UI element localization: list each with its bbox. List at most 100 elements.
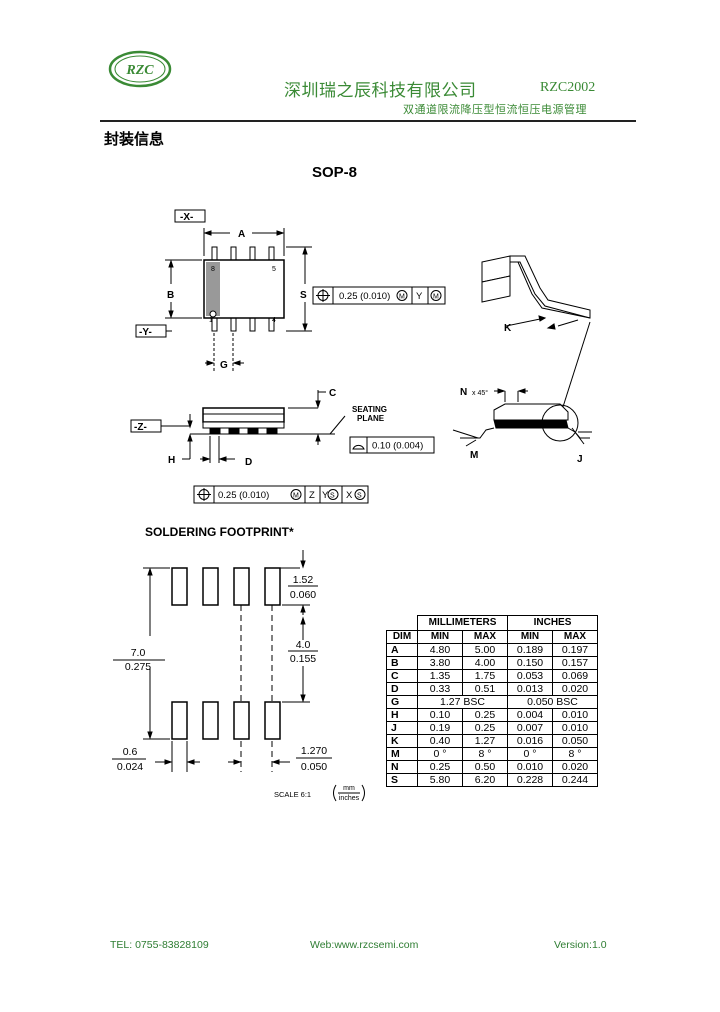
dim-k-label: K bbox=[504, 323, 512, 334]
datum-y-label: -Y- bbox=[139, 327, 152, 338]
value-cell: 0.020 bbox=[552, 760, 598, 774]
value-cell: 4.80 bbox=[417, 643, 463, 657]
col-in-min: MIN bbox=[507, 630, 553, 644]
dim1-mm: 1.52 bbox=[293, 574, 314, 586]
value-cell: 5.00 bbox=[462, 643, 508, 657]
pin-8-label: 8 bbox=[211, 266, 215, 273]
value-cell: 0.40 bbox=[417, 734, 463, 748]
dim-cell: B bbox=[386, 656, 418, 670]
footer-phone: TEL: 0755-83828109 bbox=[110, 939, 209, 951]
value-cell: 0.020 bbox=[552, 682, 598, 696]
tol2-d2mod: S bbox=[330, 493, 335, 500]
pin-1-label: 1 bbox=[209, 317, 213, 324]
footprint bbox=[112, 550, 365, 802]
value-cell: 0.053 bbox=[507, 669, 553, 683]
pin-5-label: 5 bbox=[272, 266, 276, 273]
lead-detail bbox=[481, 255, 591, 411]
dimension-table: MILLIMETERS INCHES DIM MIN MAX MIN MAX A… bbox=[386, 615, 598, 787]
end-view bbox=[452, 388, 592, 447]
value-cell: 0.244 bbox=[552, 773, 598, 787]
dim-cell: G bbox=[386, 695, 418, 709]
pin1-marker-band bbox=[206, 262, 220, 316]
value-cell: 0.007 bbox=[507, 721, 553, 735]
value-cell: 0.51 bbox=[462, 682, 508, 696]
table-row: M 0 ° 8 ° 0 ° 8 ° bbox=[386, 747, 598, 761]
footer-website: Web:www.rzcsemi.com bbox=[310, 939, 419, 951]
seating-line1: SEATING bbox=[352, 405, 387, 414]
value-cell: 8 ° bbox=[462, 747, 508, 761]
table-row: K 0.40 1.27 0.016 0.050 bbox=[386, 734, 598, 748]
value-cell: 0.013 bbox=[507, 682, 553, 696]
value-cell: 4.00 bbox=[462, 656, 508, 670]
footprint-title: SOLDERING FOOTPRINT* bbox=[145, 525, 294, 539]
n-angle-label: x 45° bbox=[472, 389, 488, 397]
value-cell: 0.010 bbox=[552, 721, 598, 735]
table-row: A 4.80 5.00 0.189 0.197 bbox=[386, 643, 598, 657]
datum-z-label: -Z- bbox=[134, 422, 147, 433]
value-cell: 0.050 BSC bbox=[507, 695, 598, 709]
value-cell: 0.010 bbox=[552, 708, 598, 722]
tol2-d3mod: S bbox=[357, 493, 362, 500]
value-cell: 0.25 bbox=[462, 721, 508, 735]
dim-s-label: S bbox=[300, 290, 307, 301]
table-row: C 1.35 1.75 0.053 0.069 bbox=[386, 669, 598, 683]
part-number: RZC2002 bbox=[540, 80, 596, 95]
header-divider bbox=[100, 120, 636, 122]
value-cell: 0.016 bbox=[507, 734, 553, 748]
value-cell: 0 ° bbox=[417, 747, 463, 761]
flatness-value: 0.10 (0.004) bbox=[372, 441, 423, 452]
dim-cell: S bbox=[386, 773, 418, 787]
value-cell: 0.228 bbox=[507, 773, 553, 787]
dim-cell: H bbox=[386, 708, 418, 722]
table-row: H 0.10 0.25 0.004 0.010 bbox=[386, 708, 598, 722]
value-cell: 5.80 bbox=[417, 773, 463, 787]
seating-line2: PLANE bbox=[357, 414, 385, 423]
dim3-mm: 4.0 bbox=[296, 639, 311, 651]
dim-cell: K bbox=[386, 734, 418, 748]
value-cell: 6.20 bbox=[462, 773, 508, 787]
dim-cell: J bbox=[386, 721, 418, 735]
table-row: S 5.80 6.20 0.228 0.244 bbox=[386, 773, 598, 787]
value-cell: 0.25 bbox=[462, 708, 508, 722]
table-row: N 0.25 0.50 0.010 0.020 bbox=[386, 760, 598, 774]
pin-4-label: 4 bbox=[272, 317, 276, 324]
package-title: SOP-8 bbox=[312, 164, 358, 181]
unit-inches-label: inches bbox=[339, 795, 360, 802]
col-mm-max: MAX bbox=[462, 630, 508, 644]
dim4-in: 0.024 bbox=[117, 761, 143, 773]
dim3-in: 0.155 bbox=[290, 653, 316, 665]
value-cell: 0.197 bbox=[552, 643, 598, 657]
tol2-mod: M bbox=[293, 493, 299, 500]
dim5-mm: 1.270 bbox=[301, 745, 327, 757]
dim-b-label: B bbox=[167, 290, 174, 301]
table-row: G 1.27 BSC 0.050 BSC bbox=[386, 695, 598, 709]
dim-cell: C bbox=[386, 669, 418, 683]
dim-h-label: H bbox=[168, 455, 175, 466]
value-cell: 0.050 bbox=[552, 734, 598, 748]
value-cell: 1.27 bbox=[462, 734, 508, 748]
value-cell: 0.157 bbox=[552, 656, 598, 670]
dim1-in: 0.060 bbox=[290, 589, 316, 601]
company-name: 深圳瑞之辰科技有限公司 bbox=[284, 81, 477, 101]
dim-cell: D bbox=[386, 682, 418, 696]
value-cell: 0.189 bbox=[507, 643, 553, 657]
value-cell: 0.150 bbox=[507, 656, 553, 670]
top-view bbox=[135, 209, 446, 372]
table-corner bbox=[387, 616, 418, 631]
section-title: 封装信息 bbox=[104, 130, 165, 148]
col-mm-min: MIN bbox=[417, 630, 463, 644]
group-millimeters: MILLIMETERS bbox=[417, 615, 508, 631]
dim4-mm: 0.6 bbox=[123, 746, 138, 758]
dim-cell: N bbox=[386, 760, 418, 774]
dim-n-label: N bbox=[460, 387, 467, 398]
tol2-datum-1: Z bbox=[309, 490, 315, 501]
col-in-max: MAX bbox=[552, 630, 598, 644]
logo-text: RZC bbox=[125, 63, 154, 78]
dim5-in: 0.050 bbox=[301, 761, 327, 773]
value-cell: 0.19 bbox=[417, 721, 463, 735]
value-cell: 1.75 bbox=[462, 669, 508, 683]
company-logo: RZC bbox=[108, 50, 172, 88]
scale-label: SCALE 6:1 bbox=[274, 790, 311, 799]
dim-c-label: C bbox=[329, 388, 336, 399]
value-cell: 1.35 bbox=[417, 669, 463, 683]
